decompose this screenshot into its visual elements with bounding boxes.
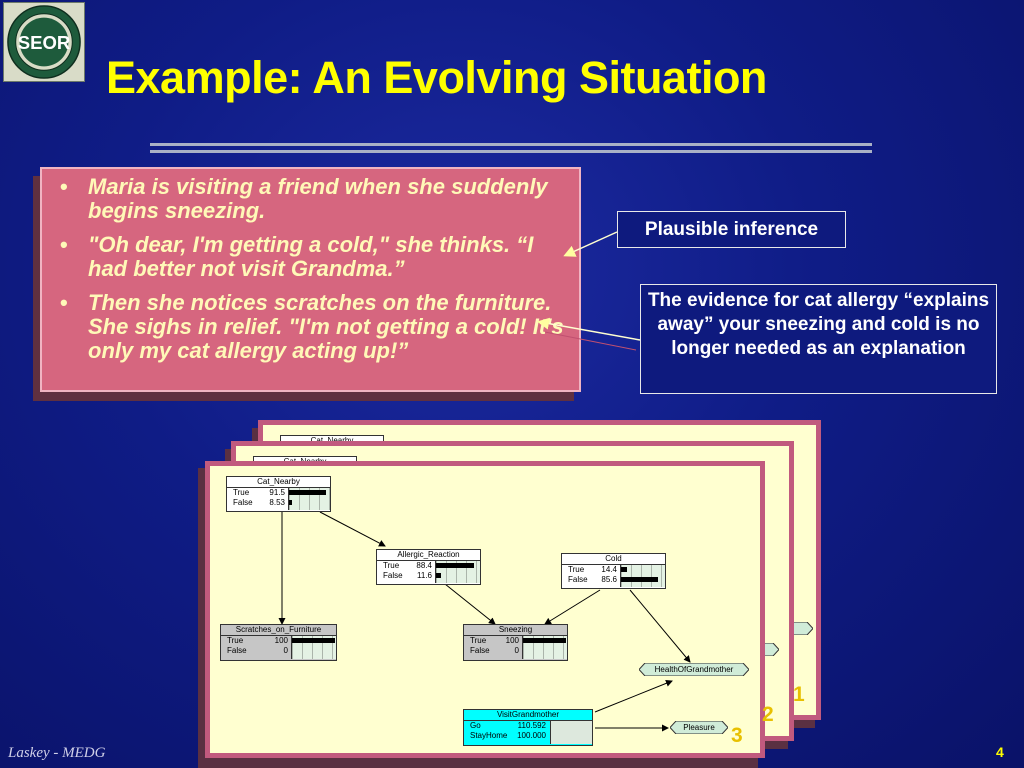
state-name: False xyxy=(227,646,247,655)
page-number: 4 xyxy=(996,744,1004,760)
node-states: True 91.5 False 8.53 xyxy=(227,488,330,510)
link-cold-health xyxy=(629,589,691,663)
state-value: 100.000 xyxy=(517,731,546,740)
state-value: 0 xyxy=(283,646,288,655)
node-title: Allergic_Reaction xyxy=(377,550,480,561)
state-value: 110.592 xyxy=(517,721,546,730)
state-value: 11.6 xyxy=(417,571,432,580)
logo-text: SEOR xyxy=(18,32,70,53)
state-row: True 100 xyxy=(464,636,567,646)
utility-health-of-grandmother: HealthOfGrandmother xyxy=(639,663,749,676)
node-states: True 100 False 0 xyxy=(221,636,336,659)
callout-explains-away: The evidence for cat allergy “explains a… xyxy=(640,284,997,394)
state-name: StayHome xyxy=(470,731,508,740)
state-row: False 0 xyxy=(221,646,336,656)
state-name: False xyxy=(470,646,490,655)
state-value: 0 xyxy=(514,646,519,655)
state-name: False xyxy=(383,571,403,580)
node-states: Go 110.592 StayHome 100.000 xyxy=(464,721,592,744)
title-rule-bottom xyxy=(150,150,872,153)
node-title: Sneezing xyxy=(464,625,567,636)
bullet-text: Then she notices scratches on the furnit… xyxy=(88,290,564,363)
state-name: False xyxy=(568,575,588,584)
state-value: 100 xyxy=(274,636,288,645)
utility-label: Pleasure xyxy=(683,723,715,732)
state-name: True xyxy=(568,565,585,574)
state-value: 14.4 xyxy=(601,565,617,574)
state-row: True 88.4 xyxy=(377,561,480,571)
node-cat-nearby: Cat_Nearby True 91.5 False 8.53 xyxy=(226,476,331,512)
node-states: True 88.4 False 11.6 xyxy=(377,561,480,583)
node-visit-grandmother: VisitGrandmother Go 110.592 StayHome 100… xyxy=(463,709,593,746)
footer-author: Laskey - MEDG xyxy=(8,745,106,761)
node-scratches-on-furniture: Scratches_on_Furniture True 100 False 0 xyxy=(220,624,337,661)
node-states: True 100 False 0 xyxy=(464,636,567,659)
node-sneezing: Sneezing True 100 False 0 xyxy=(463,624,568,661)
state-row: False 85.6 xyxy=(562,575,665,585)
prob-bar xyxy=(436,563,474,568)
state-row: True 91.5 xyxy=(227,488,330,498)
bullet-item: • "Oh dear, I'm getting a cold," she thi… xyxy=(52,233,565,281)
bullet-text: Maria is visiting a friend when she sudd… xyxy=(88,174,548,223)
slide-title: Example: An Evolving Situation xyxy=(106,52,767,103)
state-name: Go xyxy=(470,721,481,730)
network-links xyxy=(278,511,691,732)
callout-plausible-inference: Plausible inference xyxy=(617,211,846,248)
node-title: Scratches_on_Furniture xyxy=(221,625,336,636)
state-name: True xyxy=(383,561,400,570)
state-value: 100 xyxy=(505,636,519,645)
bullet-item: • Maria is visiting a friend when she su… xyxy=(52,175,565,223)
prob-bar xyxy=(289,490,326,495)
link-visit-health xyxy=(594,679,673,713)
prob-bar xyxy=(289,500,293,505)
node-allergic-reaction: Allergic_Reaction True 88.4 False 11.6 xyxy=(376,549,481,585)
state-value: 91.5 xyxy=(269,488,285,497)
network-panel-3: Cat_Nearby True 91.5 False 8.53 Allergic… xyxy=(205,461,765,758)
prob-bar xyxy=(621,577,658,582)
logo-seal-icon: SEOR xyxy=(7,5,81,79)
node-title: Cold xyxy=(562,554,665,565)
bullet-text: "Oh dear, I'm getting a cold," she think… xyxy=(88,232,534,281)
link-cat-allergic xyxy=(319,511,386,547)
utility-label: HealthOfGrandmother xyxy=(654,665,734,674)
bullet-marker: • xyxy=(60,290,68,315)
panel-number-1: 1 xyxy=(793,683,805,706)
utility-pleasure: Pleasure xyxy=(670,721,728,734)
state-row: False 11.6 xyxy=(377,571,480,581)
prob-bar xyxy=(292,638,335,643)
node-title: Cat_Nearby xyxy=(227,477,330,488)
node-states: True 14.4 False 85.6 xyxy=(562,565,665,587)
state-row: False 8.53 xyxy=(227,498,330,508)
node-cold: Cold True 14.4 False 85.6 xyxy=(561,553,666,589)
bar-zone xyxy=(550,721,592,744)
state-value: 88.4 xyxy=(416,561,432,570)
prob-bar xyxy=(523,638,566,643)
bullet-marker: • xyxy=(60,174,68,199)
title-rule-top xyxy=(150,143,872,146)
bullet-item: • Then she notices scratches on the furn… xyxy=(52,291,565,363)
state-value: 85.6 xyxy=(601,575,617,584)
state-name: False xyxy=(233,498,253,507)
state-row: True 100 xyxy=(221,636,336,646)
state-row: Go 110.592 xyxy=(464,721,592,731)
state-row: False 0 xyxy=(464,646,567,656)
node-title: VisitGrandmother xyxy=(464,710,592,721)
state-row: StayHome 100.000 xyxy=(464,731,592,741)
panel-number-3: 3 xyxy=(731,724,743,747)
prob-bar xyxy=(436,573,441,578)
seor-logo: SEOR xyxy=(3,2,85,82)
panel-number-2: 2 xyxy=(762,703,774,726)
state-name: True xyxy=(470,636,487,645)
state-value: 8.53 xyxy=(269,498,285,507)
prob-bar xyxy=(621,567,628,572)
state-name: True xyxy=(227,636,244,645)
link-cold-sneezing xyxy=(544,589,601,625)
bullet-box: • Maria is visiting a friend when she su… xyxy=(40,167,581,392)
link-allergic-sneezing xyxy=(444,583,496,625)
state-row: True 14.4 xyxy=(562,565,665,575)
state-name: True xyxy=(233,488,250,497)
bullet-marker: • xyxy=(60,232,68,257)
